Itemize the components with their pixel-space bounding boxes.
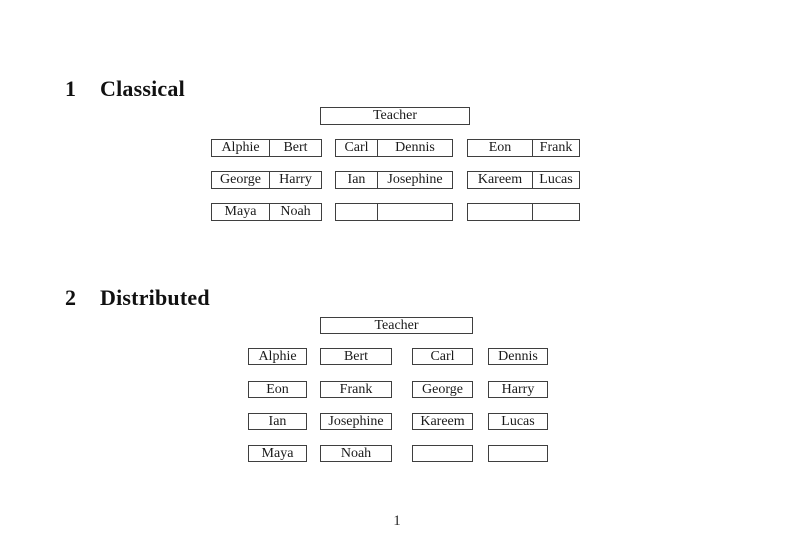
desk: George Harry	[211, 171, 322, 189]
desk	[467, 203, 580, 221]
teacher-label: Teacher	[374, 317, 419, 333]
desk-seat-right	[533, 204, 579, 220]
desk-seat-left: Alphie	[212, 140, 270, 156]
desk-seat-left	[336, 204, 378, 220]
seat: Kareem	[412, 413, 473, 430]
seat-label: Lucas	[501, 413, 535, 429]
seat-label: Eon	[266, 381, 289, 397]
desk-seat-right: Dennis	[395, 140, 435, 155]
seat-label: Josephine	[328, 413, 384, 429]
seat: Ian	[248, 413, 307, 430]
seat: Harry	[488, 381, 548, 398]
desk: Ian Josephine	[335, 171, 453, 189]
seat-label: Frank	[339, 381, 373, 397]
teacher-box: Teacher	[320, 317, 473, 334]
teacher-label: Teacher	[372, 108, 418, 123]
desk-seat-right: Josephine	[387, 172, 443, 187]
page-number: 1	[393, 513, 401, 529]
desk-seat-right: Noah	[280, 204, 311, 219]
seat	[412, 445, 473, 462]
desk: Carl Dennis	[335, 139, 453, 157]
section-title: Distributed	[100, 284, 210, 310]
desk-seat-left: Maya	[212, 204, 270, 220]
desk-seat-right: Lucas	[539, 172, 573, 187]
desk: Alphie Bert	[211, 139, 322, 157]
desk-seat-right	[378, 204, 452, 220]
seat: Bert	[320, 348, 392, 365]
desk-seat-right: Frank	[539, 140, 573, 155]
seat: Noah	[320, 445, 392, 462]
seat-label: Kareem	[420, 413, 465, 429]
seat: Carl	[412, 348, 473, 365]
seat-label: George	[422, 381, 463, 397]
desk-seat-left: Kareem	[468, 172, 533, 188]
seat	[488, 445, 548, 462]
seat: Lucas	[488, 413, 548, 430]
desk: Maya Noah	[211, 203, 322, 221]
section-title: Classical	[100, 75, 185, 101]
desk	[335, 203, 453, 221]
seat-label: Ian	[268, 413, 287, 429]
desk-seat-left: Eon	[468, 140, 533, 156]
seat-label: Harry	[501, 381, 535, 397]
seat: George	[412, 381, 473, 398]
desk-seat-left: George	[212, 172, 270, 188]
desk-seat-left: Ian	[336, 172, 378, 188]
desk-seat-left: Carl	[336, 140, 378, 156]
seat: Josephine	[320, 413, 392, 430]
desk-seat-right: Harry	[279, 172, 312, 187]
desk: Kareem Lucas	[467, 171, 580, 189]
section-heading-distributed: 2 Distributed	[65, 284, 210, 310]
seat-label: Carl	[430, 348, 455, 364]
desk: Eon Frank	[467, 139, 580, 157]
seat-label: Alphie	[258, 348, 297, 364]
seat-label: Noah	[340, 445, 372, 461]
seat-label: Maya	[261, 445, 294, 461]
seat: Dennis	[488, 348, 548, 365]
section-number: 1	[65, 75, 77, 101]
seat: Alphie	[248, 348, 307, 365]
seat-label: Dennis	[498, 348, 538, 364]
seat: Frank	[320, 381, 392, 398]
teacher-box: Teacher	[320, 107, 470, 125]
seat: Eon	[248, 381, 307, 398]
desk-seat-left	[468, 204, 533, 220]
seat: Maya	[248, 445, 307, 462]
desk-seat-right: Bert	[283, 140, 308, 155]
seat-label: Bert	[343, 348, 369, 364]
section-heading-classical: 1 Classical	[65, 75, 185, 101]
section-number: 2	[65, 284, 77, 310]
